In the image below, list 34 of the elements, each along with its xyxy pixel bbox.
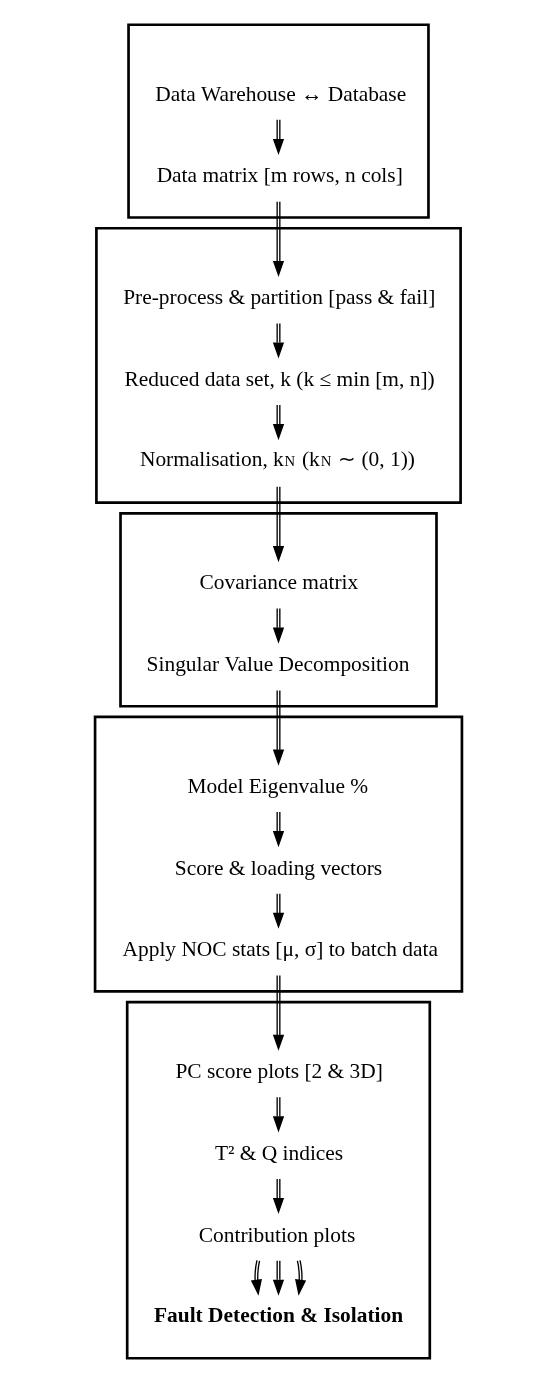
arrow xyxy=(272,607,284,644)
arrow xyxy=(272,486,284,563)
arrow xyxy=(272,1178,284,1215)
node-text: Data matrix [m rows, n cols] xyxy=(156,163,403,188)
node-text: Singular Value Decomposition xyxy=(146,652,409,677)
node-text: T² & Q indices xyxy=(214,1140,343,1165)
arrow xyxy=(272,201,284,277)
node-text: Model Eigenvalue % xyxy=(186,773,368,798)
arrow xyxy=(272,404,284,441)
node-text: Normalisation, kN (kN ∼ (0, 1)) xyxy=(139,447,415,472)
node-text: Fault Detection & Isolation xyxy=(153,1302,403,1327)
arrow xyxy=(272,974,284,1051)
arrow xyxy=(272,322,284,359)
cluster xyxy=(126,23,430,219)
node-text: PC score plots [2 & 3D] xyxy=(174,1059,383,1084)
node-text: Reduced data set, k (k ≤ min [m, n]) xyxy=(124,366,435,391)
arrow xyxy=(272,689,284,766)
arrow xyxy=(294,1259,306,1296)
cluster xyxy=(125,1000,431,1360)
node-text: Apply NOC stats [μ, σ] to batch data xyxy=(122,937,438,962)
arrow xyxy=(272,1096,284,1133)
cluster xyxy=(94,226,462,505)
arrow xyxy=(272,811,284,848)
arrow xyxy=(272,119,284,155)
cluster xyxy=(93,715,463,993)
node-text: Pre-process & partition [pass & fail] xyxy=(122,285,435,310)
node-text: Covariance matrix xyxy=(199,570,358,595)
node-text: Contribution plots xyxy=(198,1222,355,1247)
node-text: Data Warehouse ↔ Database xyxy=(154,81,406,106)
node-text: Score & loading vectors xyxy=(174,855,382,880)
cluster xyxy=(118,512,438,708)
arrow xyxy=(272,893,284,929)
arrow xyxy=(250,1259,262,1296)
arrow xyxy=(272,1259,284,1296)
